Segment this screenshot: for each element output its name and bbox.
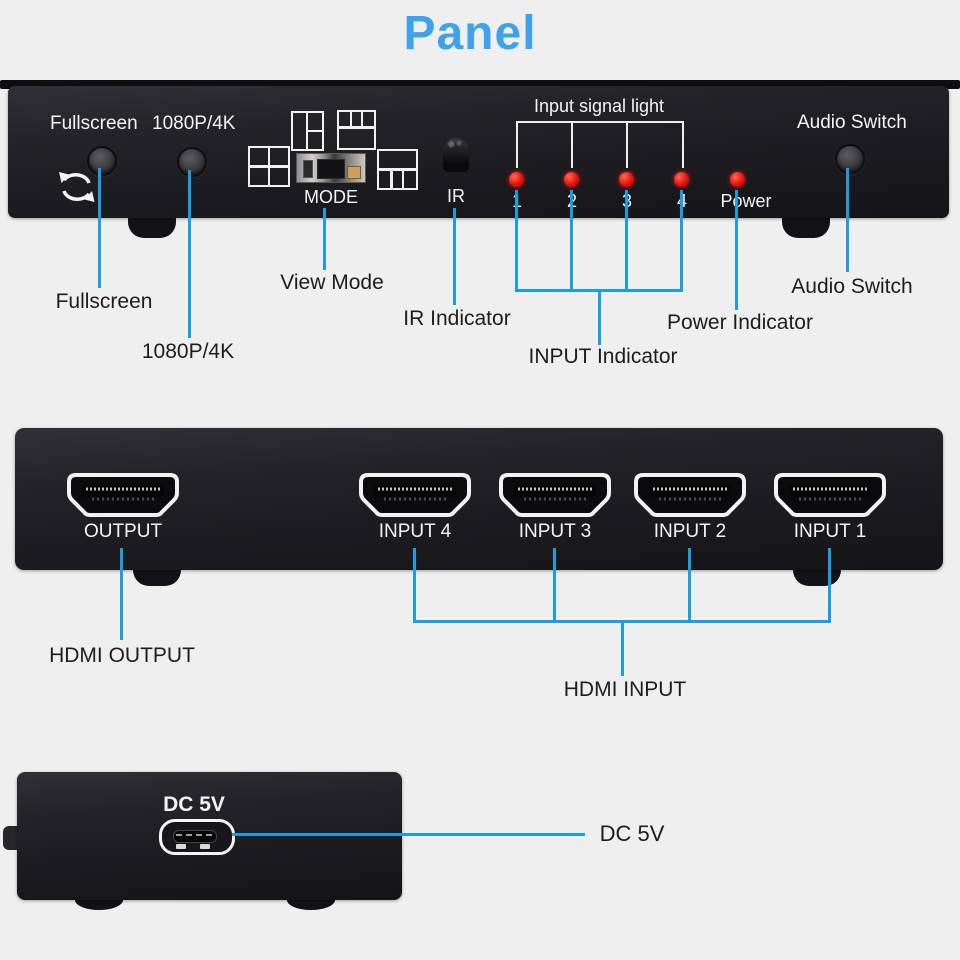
split-left-two-right-icon [291,111,324,151]
callout-resolution: 1080P/4K [141,340,235,363]
input4-port-label: INPUT 4 [378,521,452,542]
input-signal-bracket-drop [626,121,628,168]
input-signal-bracket-drop [571,121,573,168]
power-led [730,172,745,187]
hdmi-connector-icon-input2 [634,473,746,517]
mode-switch-pin [347,166,361,179]
mode-label: MODE [304,187,358,207]
input3-led [619,172,634,187]
one-top-three-bottom-icon [377,149,418,190]
input-signal-bracket-drop [682,121,684,168]
input2-port-label: INPUT 2 [653,521,727,542]
audio-switch-button [835,144,865,174]
callout-view-mode: View Mode [280,271,384,294]
output-port-label: OUTPUT [83,521,163,542]
usb-c-tab [200,844,210,849]
callout-line-hdmi-input1 [828,548,831,623]
ir-dome-icon [443,138,469,172]
callout-line-hdmi-output [120,548,123,640]
hdmi-connector-icon-input3 [499,473,611,517]
hdmi-connector-icon-input4 [359,473,471,517]
callout-dc-power: DC 5V [599,821,665,846]
audio-switch-label: Audio Switch [797,112,907,133]
hdmi-connector-icon-input1 [774,473,886,517]
callout-audio-switch: Audio Switch [791,275,913,298]
input1-led [509,172,524,187]
fullscreen-button [87,146,117,176]
callout-line-audio [846,168,849,272]
hdmi-connector-icon-output [67,473,179,517]
page-title: Panel [403,7,537,60]
input2-led [564,172,579,187]
callout-line-power [735,190,738,310]
power-label: Power [720,191,772,211]
resolution-button-label: 1080P/4K [152,113,236,134]
callout-hdmi-input: HDMI INPUT [563,678,687,701]
front-panel [8,86,949,218]
callout-input-indicator: INPUT Indicator [528,345,678,368]
callout-fullscreen: Fullscreen [55,290,153,313]
callout-line-dc [232,833,585,836]
input3-port-label: INPUT 3 [518,521,592,542]
callout-stem-input [598,289,601,345]
callout-line-hdmi-input4 [413,548,416,623]
resolution-button [177,147,207,177]
side-panel-button-stub [3,826,20,850]
callout-line-ir [453,208,456,305]
usb-c-tab [176,844,186,849]
input-signal-bracket-drop [516,121,518,168]
usb-c-connector-icon [159,819,235,855]
quad-grid-icon [248,146,290,187]
mode-switch-knob [317,159,345,179]
callout-line-input1 [515,190,518,292]
callout-line-input2 [570,190,573,292]
callout-line-input3 [625,190,628,292]
mode-slide-switch [296,153,366,183]
input1-port-label: INPUT 1 [793,521,867,542]
usb-c-slot [173,830,217,843]
input4-led [674,172,689,187]
ir-label: IR [447,186,465,206]
callout-line-input4 [680,190,683,292]
callout-line-hdmi-input2 [688,548,691,623]
input-signal-light-label: Input signal light [533,96,665,116]
callout-line-resolution [188,170,191,338]
fullscreen-button-label: Fullscreen [50,113,138,134]
callout-ir-indicator: IR Indicator [403,307,511,330]
mode-switch-pin [303,160,313,178]
input-signal-bracket [516,121,684,123]
callout-stem-hdmi-input [621,620,624,676]
callout-line-view-mode [323,208,326,270]
usb-c-pins [176,834,212,836]
dc-port-label: DC 5V [163,793,225,816]
cycle-arrows-icon [59,172,95,202]
callout-line-hdmi-input3 [553,548,556,623]
callout-hdmi-output: HDMI OUTPUT [49,644,195,667]
front-panel-top-edge [0,80,960,89]
callout-line-fullscreen [98,168,101,288]
three-top-one-bottom-icon [337,110,376,150]
callout-power-indicator: Power Indicator [667,311,813,334]
